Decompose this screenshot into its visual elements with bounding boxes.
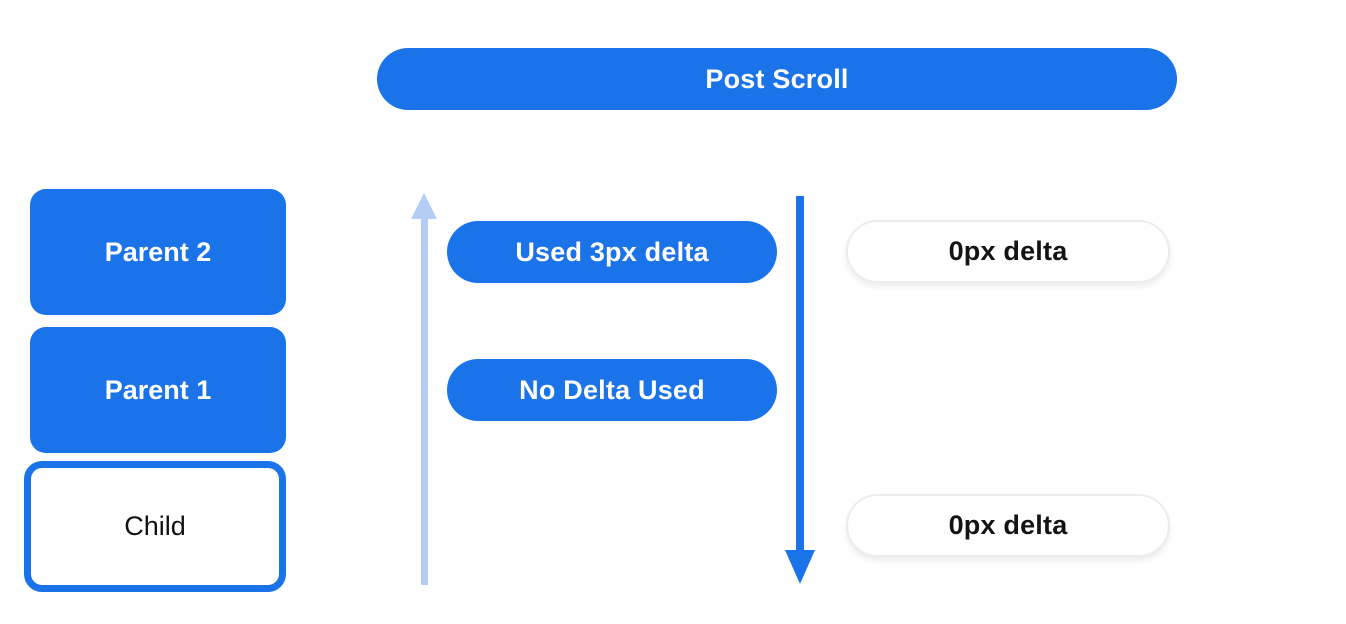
child-box: Child <box>24 461 286 592</box>
up-arrow-head <box>411 193 437 219</box>
zero-delta-pill-bottom: 0px delta <box>846 494 1170 557</box>
down-arrow-icon <box>785 196 815 584</box>
down-arrow-shaft <box>796 196 804 550</box>
post-scroll-header-pill: Post Scroll <box>377 48 1177 110</box>
parent-2-box: Parent 2 <box>30 189 286 315</box>
parent-1-box: Parent 1 <box>30 327 286 453</box>
used-3px-delta-pill: Used 3px delta <box>447 221 777 283</box>
up-arrow-shaft <box>420 219 428 585</box>
up-arrow-icon <box>411 193 437 585</box>
zero-delta-pill-top: 0px delta <box>846 220 1170 283</box>
down-arrow-head <box>785 550 815 584</box>
no-delta-used-pill: No Delta Used <box>447 359 777 421</box>
